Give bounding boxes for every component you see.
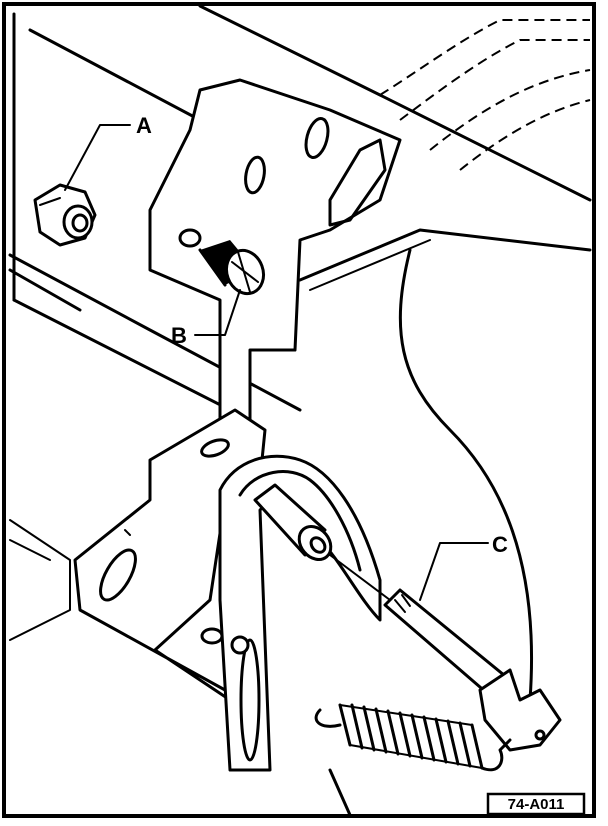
leader-a xyxy=(64,124,131,191)
bracket-top-slot xyxy=(200,438,230,458)
bolt-b xyxy=(198,240,266,296)
bracket-slot-upper xyxy=(304,117,330,159)
bracket-bottom-hole xyxy=(200,627,224,645)
figure-code-box: 74-A011 xyxy=(486,792,586,816)
pin-c xyxy=(383,588,562,752)
bracket-slot-lower xyxy=(244,155,266,195)
label-b: B xyxy=(171,323,187,348)
figure-border xyxy=(2,2,596,818)
leader-b xyxy=(194,289,241,336)
bracket-hole xyxy=(178,228,202,248)
leader-c xyxy=(419,542,489,601)
figure-code: 74-A011 xyxy=(508,796,565,813)
pivot-sleeve xyxy=(253,483,391,601)
upper-bracket xyxy=(148,78,402,422)
return-spring xyxy=(314,703,512,772)
label-c: C xyxy=(492,532,508,557)
label-a: A xyxy=(136,113,152,138)
bracket-slot-left xyxy=(99,548,137,602)
pedal-arm-slot xyxy=(239,638,261,762)
leader-lines xyxy=(64,124,489,601)
nut-a xyxy=(33,183,97,247)
pedal-bracket xyxy=(73,408,267,702)
